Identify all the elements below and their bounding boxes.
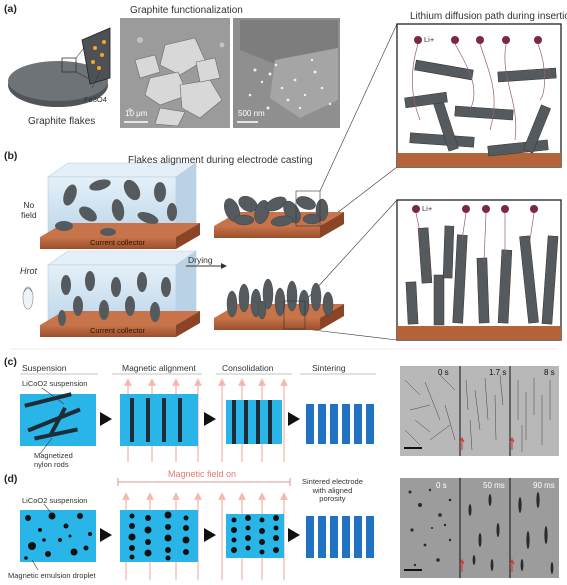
inset-bottom: [396, 199, 562, 341]
dried-electrode-random: [214, 190, 344, 238]
li-ion-label-top: Li+: [424, 35, 435, 44]
graphite-functionalization-title: Graphite functionalization: [130, 5, 243, 16]
time-c-0: 0 s: [438, 368, 449, 377]
step-consolidation: Consolidation: [222, 363, 274, 373]
panel-a: [8, 18, 340, 128]
scale-bar-label-1: 10 μm: [125, 109, 148, 118]
time-d-2: 90 ms: [533, 481, 555, 490]
inset-top-collector: [397, 153, 561, 167]
inset-bottom-collector: [397, 326, 561, 340]
panel-label-b: (b): [4, 150, 18, 162]
panel-label-a: (a): [4, 3, 17, 15]
panel-label-c: (c): [4, 356, 17, 368]
panel-label-d: (d): [4, 473, 18, 485]
sintered-d: [306, 516, 374, 558]
emulsion-droplet-label: Magnetic emulsion droplet: [8, 571, 96, 580]
collector-1: [40, 237, 176, 249]
inset-top: [396, 23, 562, 168]
step-magnetic-alignment: Magnetic alignment: [122, 363, 196, 373]
flakes-alignment-title: Flakes alignment during electrode castin…: [128, 155, 313, 166]
scale-bar-label-2: 500 nm: [238, 109, 265, 118]
step-sintering: Sintering: [312, 363, 346, 373]
time-c-1: 1.7 s: [489, 368, 507, 377]
collector-label-2: Current collector: [90, 326, 146, 335]
licoo2-suspension-label-c: LiCoO2 suspension: [22, 379, 88, 388]
time-d-1: 50 ms: [483, 481, 505, 490]
flake-zoom-box: [61, 57, 77, 73]
suspension-d-box: [20, 510, 96, 562]
step-suspension: Suspension: [22, 363, 67, 373]
panel-d: [20, 478, 559, 580]
li-ion-label-bottom: Li+: [422, 204, 433, 213]
time-d-0: 0 s: [436, 481, 447, 490]
magnetic-field-on-label: Magnetic field on: [168, 469, 237, 479]
drying-label: Drying: [188, 255, 213, 265]
hrot-label: Hrot: [20, 266, 38, 276]
suspension-box-field: [40, 250, 200, 337]
nylon-rods-label: Magnetized nylon rods: [34, 451, 73, 469]
licoo2-suspension-label-d: LiCoO2 suspension: [22, 496, 88, 505]
photo-strip-c: [400, 366, 559, 456]
collector-label-1: Current collector: [90, 238, 146, 247]
panel-c: [20, 366, 559, 462]
time-c-2: 8 s: [544, 368, 555, 377]
rotating-field-icon: [22, 286, 34, 310]
dried-electrode-aligned: [214, 278, 344, 330]
graphite-flakes-label: Graphite flakes: [28, 116, 96, 127]
collector-2: [40, 325, 176, 337]
lithium-diffusion-title: Lithium diffusion path during insertion: [410, 11, 567, 22]
photo-strip-d: [400, 478, 559, 578]
no-field-label: No field: [21, 200, 37, 221]
sintered-c: [306, 404, 374, 444]
suspension-box-no-field: [40, 162, 200, 249]
fe3o4-label: Fe3O4: [84, 95, 107, 104]
sintered-electrode-label: Sintered electrode with aligned porosity: [302, 477, 363, 504]
